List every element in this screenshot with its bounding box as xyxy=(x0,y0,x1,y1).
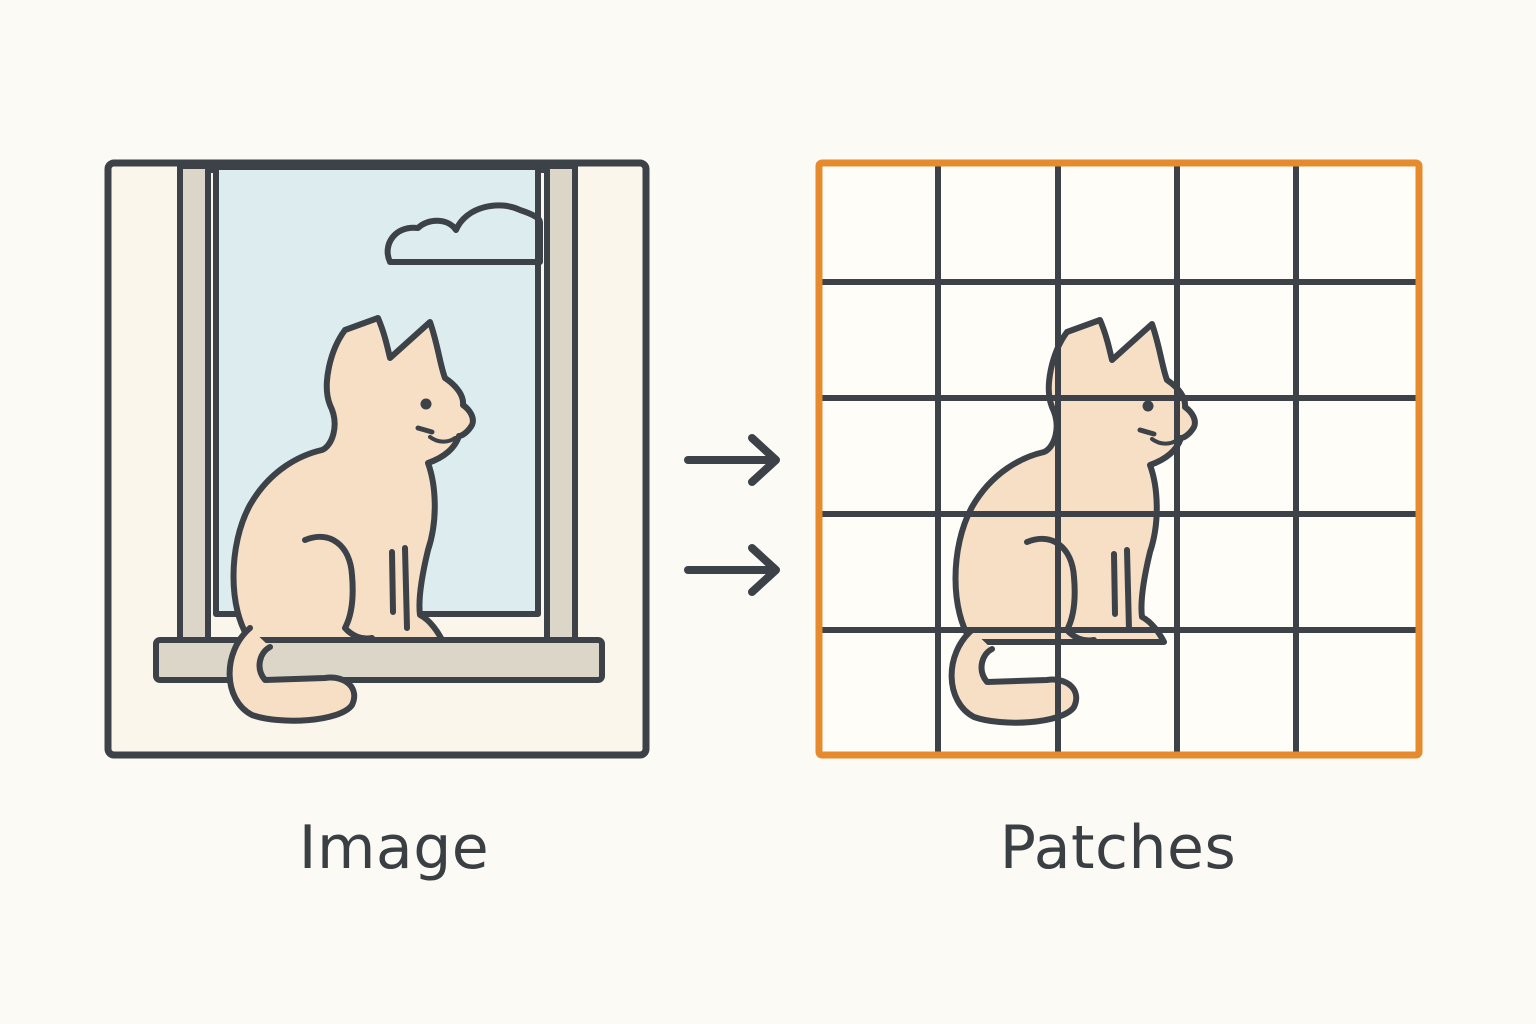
patch-border xyxy=(815,159,1423,759)
image-label: Image xyxy=(298,813,490,883)
cloud-icon xyxy=(384,202,543,265)
patches-panel xyxy=(815,159,1423,759)
patches-label: Patches xyxy=(999,813,1237,883)
window-sill xyxy=(153,637,605,683)
patch-grid xyxy=(822,166,1416,752)
arrow-right-icon xyxy=(684,434,780,486)
arrow-right-icon xyxy=(684,544,780,596)
original-image-panel xyxy=(104,159,650,759)
